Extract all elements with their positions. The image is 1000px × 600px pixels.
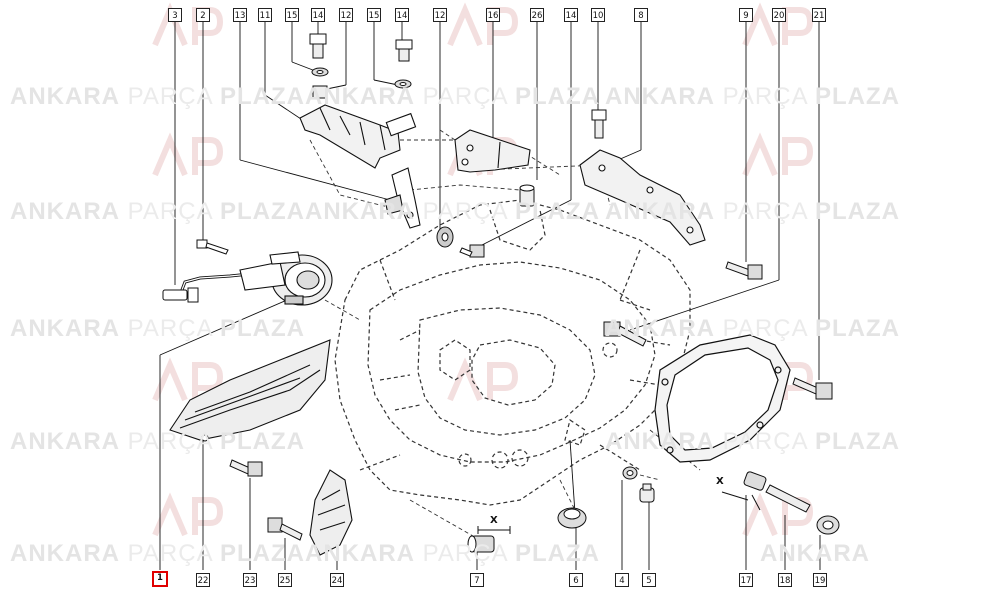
cover-24 — [309, 469, 353, 556]
callout-part[interactable]: 12 — [433, 8, 447, 22]
bolt-washer-set-b — [394, 39, 413, 89]
callout-part[interactable]: 12 — [339, 8, 353, 22]
dimension-arrows — [477, 491, 761, 534]
bolt-23 — [229, 459, 263, 477]
callout-part[interactable]: 6 — [569, 573, 583, 587]
lever-13 — [384, 167, 421, 229]
bolt-14c — [459, 244, 485, 258]
hydraulic-line — [162, 271, 261, 303]
dimension-label: X — [490, 515, 498, 526]
plug-5 — [639, 483, 655, 503]
leader-lines — [159, 22, 821, 570]
callout-part[interactable]: 20 — [772, 8, 786, 22]
callout-part[interactable]: 11 — [258, 8, 272, 22]
bolt-25 — [267, 517, 303, 541]
callout-part[interactable]: 13 — [233, 8, 247, 22]
clutch-slave-cylinder — [239, 251, 333, 306]
callout-part[interactable]: 16 — [486, 8, 500, 22]
shield-22 — [169, 339, 331, 442]
callout-part[interactable]: 7 — [470, 573, 484, 587]
bolt-2 — [196, 239, 229, 255]
bolt-20 — [603, 321, 647, 347]
callout-part[interactable]: 19 — [813, 573, 827, 587]
callout-part[interactable]: 21 — [812, 8, 826, 22]
bolt-9 — [725, 261, 763, 280]
nut-19 — [816, 515, 840, 535]
callout-part[interactable]: 14 — [311, 8, 325, 22]
sleeve-26 — [519, 184, 535, 207]
callout-part[interactable]: 8 — [634, 8, 648, 22]
callout-part[interactable]: 18 — [778, 573, 792, 587]
callout-part[interactable]: 2 — [196, 8, 210, 22]
seal-4 — [622, 466, 638, 480]
cover-plate — [654, 334, 791, 463]
callout-part[interactable]: 15 — [285, 8, 299, 22]
callout-part[interactable]: 26 — [530, 8, 544, 22]
callout-part[interactable]: 25 — [278, 573, 292, 587]
callout-part[interactable]: 10 — [591, 8, 605, 22]
callout-part[interactable]: 15 — [367, 8, 381, 22]
callout-part[interactable]: 23 — [243, 573, 257, 587]
stud-18 — [765, 484, 811, 513]
bolt-10 — [591, 109, 607, 139]
grommet-12 — [436, 226, 454, 248]
bracket-8 — [579, 149, 706, 246]
bracket-11 — [299, 104, 417, 169]
sleeve-17 — [743, 471, 767, 491]
callout-part[interactable]: 14 — [564, 8, 578, 22]
dimension-label: X — [716, 476, 724, 487]
callout-part[interactable]: 24 — [330, 573, 344, 587]
bush-7 — [467, 535, 495, 553]
ring-6 — [557, 507, 587, 529]
callout-part[interactable]: 17 — [739, 573, 753, 587]
callout-part[interactable]: 22 — [196, 573, 210, 587]
callout-part-highlighted[interactable]: 1 — [152, 571, 168, 587]
callout-part[interactable]: 3 — [168, 8, 182, 22]
bolt-washer-set-a — [309, 33, 329, 99]
callout-part[interactable]: 14 — [395, 8, 409, 22]
callout-part[interactable]: 5 — [642, 573, 656, 587]
callout-part[interactable]: 4 — [615, 573, 629, 587]
bolt-21 — [792, 377, 833, 400]
gearbox-housing — [334, 199, 691, 506]
callout-part[interactable]: 9 — [739, 8, 753, 22]
bracket-16 — [454, 129, 531, 173]
